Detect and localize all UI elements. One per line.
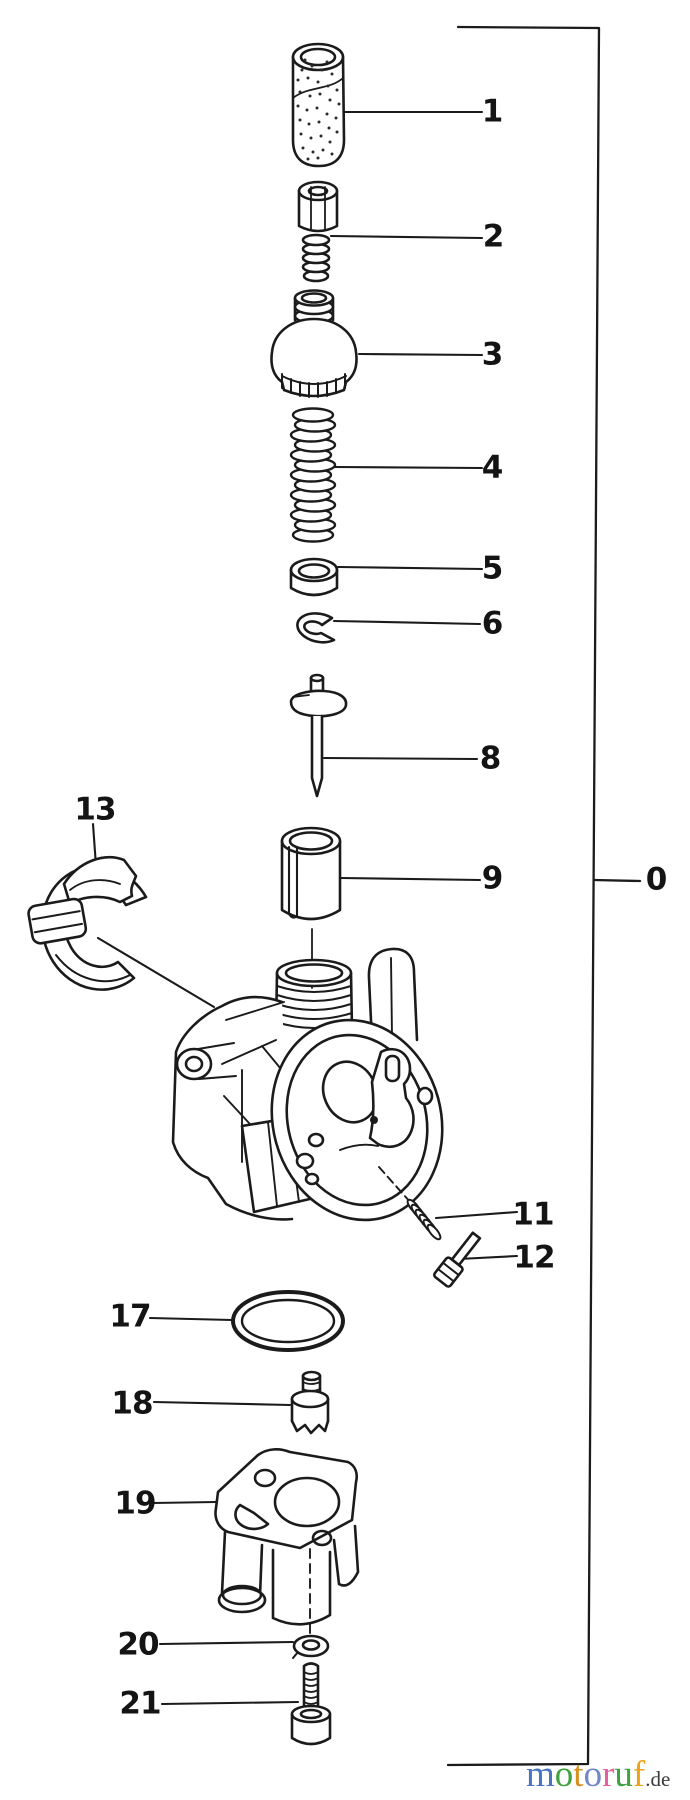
callout-line-13b	[96, 936, 216, 1009]
part-drawing-main-jet	[290, 1370, 330, 1435]
part-drawing-hose-clamp	[27, 855, 148, 991]
callout-line-8	[322, 756, 479, 761]
callout-line-0	[592, 878, 642, 883]
watermark-suffix: .de	[645, 1767, 671, 1791]
part-label-6: 6	[481, 605, 504, 642]
part-drawing-manifold	[214, 1448, 360, 1635]
part-label-4: 4	[481, 449, 504, 486]
callout-line-12	[457, 1254, 519, 1261]
part-drawing-e-clip	[296, 612, 336, 644]
callout-line-3	[357, 352, 484, 357]
part-label-20: 20	[117, 1626, 159, 1663]
callout-line-18	[152, 1400, 292, 1407]
assembly-bracket-line	[446, 25, 642, 1767]
part-label-8: 8	[479, 740, 502, 777]
part-label-1: 1	[481, 93, 504, 130]
part-label-17: 17	[109, 1298, 151, 1335]
part-drawing-cable-adjuster	[297, 180, 339, 283]
part-drawing-bolt	[290, 1662, 332, 1746]
watermark-letter-u: u	[614, 1754, 633, 1795]
callout-line-19	[151, 1500, 218, 1505]
part-label-13: 13	[74, 791, 116, 828]
callout-line-17	[148, 1316, 234, 1322]
part-drawing-throttle-slide	[280, 826, 342, 989]
watermark-letter-t: t	[573, 1754, 584, 1795]
part-label-9: 9	[481, 860, 504, 897]
part-drawing-spring-screw	[406, 1198, 442, 1241]
part-drawing-rubber-cap	[291, 42, 346, 168]
part-label-18: 18	[111, 1385, 153, 1422]
watermark-letter-f: f	[632, 1754, 646, 1795]
part-drawing-o-ring	[231, 1290, 345, 1352]
part-drawing-jet-needle	[289, 673, 348, 798]
part-label-5: 5	[481, 550, 504, 587]
part-label-3: 3	[481, 336, 504, 373]
part-drawing-top-cap	[270, 289, 358, 398]
part-label-11: 11	[512, 1196, 554, 1233]
cap-speckles	[296, 58, 341, 161]
part-label-2: 2	[482, 218, 505, 255]
part-drawing-carburetor-body	[171, 947, 444, 1222]
callout-line-2	[329, 234, 484, 240]
watermark-letter-m: m	[526, 1754, 555, 1795]
part-drawing-spring	[289, 407, 337, 543]
part-drawing-seat-ring	[289, 557, 339, 597]
watermark-letter-r: r	[602, 1754, 615, 1795]
callout-line-6	[332, 619, 482, 626]
part-label-12: 12	[513, 1239, 555, 1276]
callout-line-21	[160, 1700, 300, 1706]
watermark-letter-o1: o	[554, 1754, 574, 1795]
watermark-motoruf: motoruf.de	[526, 1756, 670, 1793]
callout-line-9	[339, 876, 482, 882]
watermark-letter-o2: o	[583, 1754, 603, 1795]
callout-line-4	[332, 465, 484, 470]
part-drawing-screw	[433, 1231, 482, 1288]
callout-line-20	[158, 1640, 295, 1646]
part-drawing-washer	[292, 1634, 330, 1659]
part-label-21: 21	[119, 1685, 161, 1722]
part-label-19: 19	[114, 1485, 156, 1522]
callout-line-5	[336, 565, 484, 571]
callout-lines	[91, 110, 519, 1706]
callout-line-11	[434, 1210, 519, 1220]
part-label-0: 0	[645, 861, 668, 898]
